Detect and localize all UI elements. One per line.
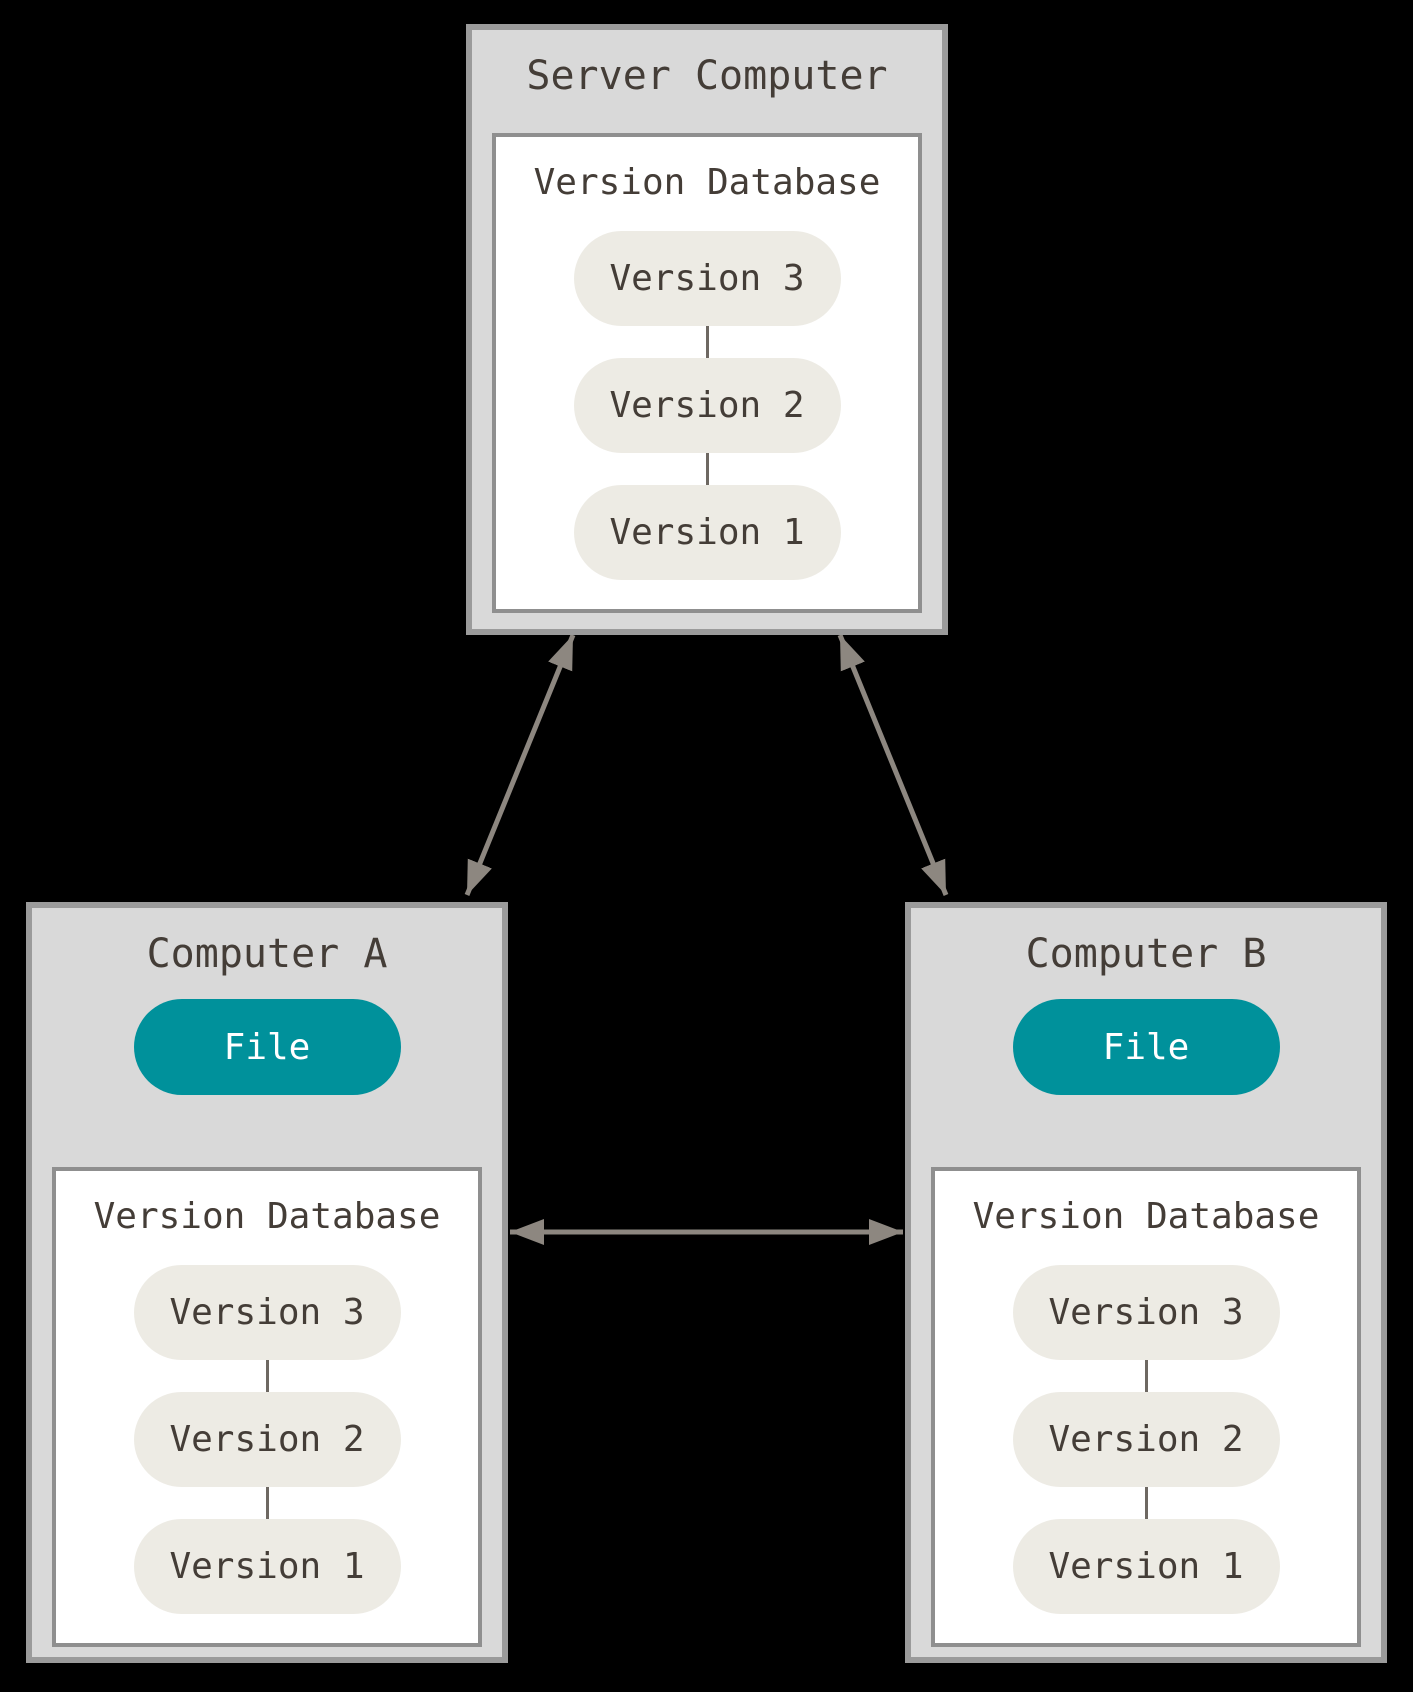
version-connector-line <box>265 1487 269 1519</box>
computer-b-version-1-pill: Version 1 <box>1012 1519 1280 1614</box>
arrow-server-to-computer-a-icon <box>464 634 576 896</box>
computer-b-version-database-box: Version Database Version 3 Version 2 Ver… <box>931 1167 1361 1647</box>
computer-b-version-2-pill: Version 2 <box>1012 1392 1280 1487</box>
computer-a-box: Computer A File Version Database Version… <box>26 902 508 1663</box>
server-version-2-pill: Version 2 <box>573 358 841 453</box>
computer-a-version-2-pill: Version 2 <box>133 1392 401 1487</box>
computer-a-version-database-box: Version Database Version 3 Version 2 Ver… <box>52 1167 482 1647</box>
computer-b-version-3-pill: Version 3 <box>1012 1265 1280 1360</box>
version-connector-line <box>1144 1360 1148 1392</box>
computer-a-file-pill: File <box>133 999 401 1095</box>
server-computer-box: Server Computer Version Database Version… <box>466 24 948 635</box>
server-version-database-box: Version Database Version 3 Version 2 Ver… <box>492 133 922 613</box>
computer-b-version-database-label: Version Database <box>972 1196 1320 1237</box>
server-version-database-label: Version Database <box>533 162 881 203</box>
computer-b-title: Computer B <box>1025 931 1267 977</box>
version-connector-line <box>265 1360 269 1392</box>
version-connector-line <box>705 453 709 485</box>
server-version-3-pill: Version 3 <box>573 231 841 326</box>
computer-a-version-3-pill: Version 3 <box>133 1265 401 1360</box>
arrow-server-to-computer-b-icon <box>837 634 949 896</box>
version-connector-line <box>705 326 709 358</box>
computer-b-box: Computer B File Version Database Version… <box>905 902 1387 1663</box>
computer-b-file-pill: File <box>1012 999 1280 1095</box>
server-computer-title: Server Computer <box>526 53 888 99</box>
computer-a-version-1-pill: Version 1 <box>133 1519 401 1614</box>
version-connector-line <box>1144 1487 1148 1519</box>
computer-a-title: Computer A <box>146 931 388 977</box>
server-version-1-pill: Version 1 <box>573 485 841 580</box>
computer-a-version-database-label: Version Database <box>93 1196 441 1237</box>
